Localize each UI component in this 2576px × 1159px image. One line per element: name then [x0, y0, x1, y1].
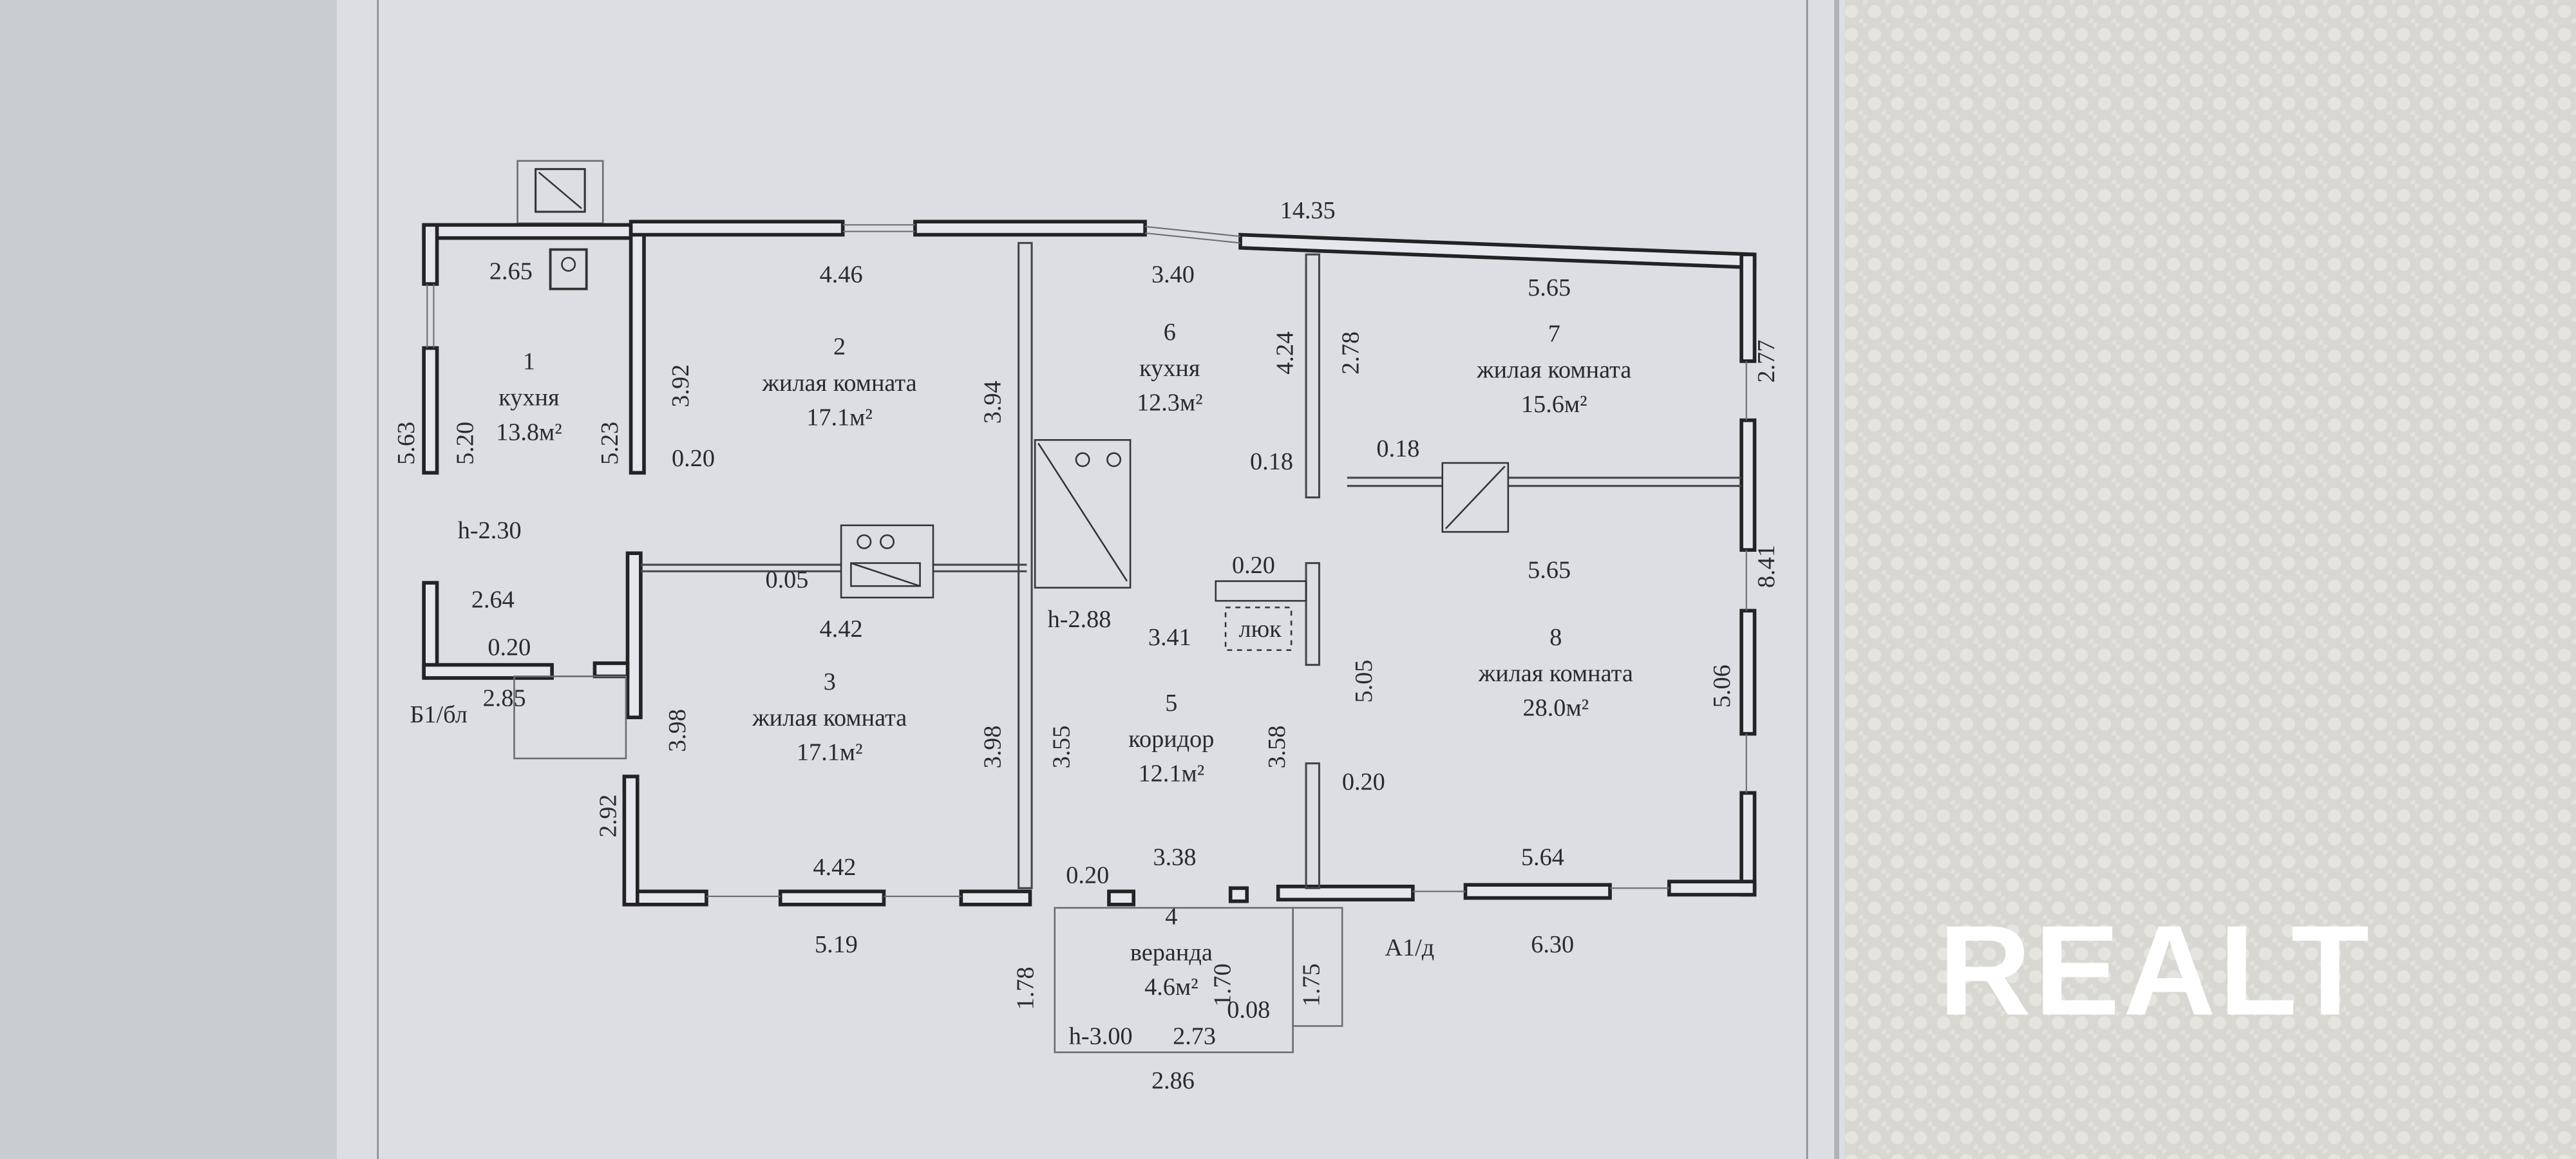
dimension-label: 0.18 [1250, 448, 1293, 475]
dimension-label: 0.05 [765, 567, 808, 594]
room-area: 28.0м² [1522, 695, 1589, 722]
room-name: жилая комната [752, 704, 907, 731]
dimension-label: h-3.00 [1069, 1023, 1133, 1050]
dimension-label: 2.65 [489, 258, 533, 285]
room-number: 1 [523, 348, 535, 375]
left-background [0, 0, 345, 1159]
dimension-label: 4.42 [820, 616, 863, 643]
room-area: 17.1м² [797, 739, 863, 766]
dimension-label: 4.42 [813, 854, 856, 881]
dimension-label: 2.86 [1151, 1067, 1195, 1094]
dimension-label: 4.24 [1272, 332, 1299, 375]
realt-watermark: REALT [1938, 900, 2372, 1042]
room-number: 8 [1549, 624, 1562, 651]
room-area: 15.6м² [1521, 391, 1587, 418]
wc-icon [549, 248, 588, 290]
room-area: 12.3м² [1137, 389, 1203, 416]
dimension-label: 5.06 [1709, 664, 1736, 708]
room-area: 4.6м² [1144, 974, 1198, 1001]
dimension-label: h-2.88 [1048, 606, 1112, 633]
hatch-outline [1224, 607, 1293, 651]
dimension-label: 5.63 [393, 422, 420, 465]
room-area: 13.8м² [496, 419, 562, 446]
dimension-label: 3.98 [980, 726, 1007, 769]
dimension-label: 2.73 [1173, 1023, 1216, 1050]
dimension-label: 8.41 [1753, 545, 1780, 588]
dimension-label: 1.70 [1209, 963, 1236, 1006]
room-number: 4 [1165, 903, 1177, 930]
room-number: 6 [1164, 319, 1176, 346]
dimension-label: 1.75 [1298, 963, 1325, 1006]
dimension-label: 4.46 [820, 261, 863, 288]
dimension-label: 3.94 [980, 381, 1007, 424]
dimension-label: 0.20 [1066, 862, 1109, 889]
room-name: жилая комната [762, 370, 917, 397]
dimension-label: 0.20 [488, 634, 531, 661]
dimension-label: 3.55 [1048, 726, 1075, 769]
room-number: 5 [1165, 690, 1177, 717]
dimension-label: 5.64 [1521, 844, 1564, 871]
dimension-label: 5.05 [1350, 660, 1378, 703]
dimension-label: 5.65 [1528, 556, 1571, 583]
block-a-label: А1/д [1385, 934, 1434, 961]
dimension-label: 0.20 [672, 445, 715, 472]
dimension-label: 1.78 [1012, 966, 1039, 1010]
dimension-label: 3.58 [1264, 726, 1291, 769]
room-name: жилая комната [1478, 660, 1633, 687]
dimension-label: 2.64 [471, 586, 515, 613]
room-number: 3 [824, 668, 836, 695]
room-labels: 1 кухня 13.8м² 2 жилая комната 17.1м² 6 кухня 12… [496, 319, 1633, 1001]
dimension-label: 5.19 [815, 931, 858, 958]
dimension-label: 3.92 [667, 364, 694, 408]
hatch-label: люк [1238, 616, 1282, 643]
dimension-label: 2.92 [595, 795, 622, 838]
room-area: 12.1м² [1139, 760, 1205, 787]
dimension-label: 5.65 [1528, 274, 1571, 301]
dimension-label: h-2.30 [458, 517, 522, 544]
walls [422, 160, 1757, 1053]
room-number: 2 [833, 334, 846, 361]
dimension-label: 5.23 [596, 422, 623, 465]
dimension-label: 3.41 [1148, 624, 1191, 651]
dimension-labels: 14.35 2.65 4.46 3.40 5.65 5.63 5.20 5.23 3.92 3.9… [393, 197, 1780, 1094]
room-number: 7 [1548, 320, 1560, 347]
dimension-label: 5.20 [452, 422, 479, 465]
room-name: коридор [1128, 726, 1214, 753]
dimension-label: 0.20 [1232, 552, 1275, 579]
dimension-label: 2.77 [1753, 339, 1780, 382]
room-name: кухня [1139, 355, 1200, 382]
dimension-label: 3.40 [1151, 261, 1195, 288]
block-b-label: Б1/бл [410, 701, 467, 728]
room-name: веранда [1130, 939, 1213, 966]
room-area: 17.1м² [806, 404, 873, 431]
room-name: кухня [498, 384, 559, 411]
dimension-label: 3.98 [664, 709, 691, 752]
dimension-label: 3.38 [1153, 844, 1197, 871]
dimension-label: 0.20 [1342, 768, 1385, 795]
dimension-label: 2.78 [1338, 332, 1365, 375]
room-name: жилая комната [1476, 356, 1631, 383]
dimension-label: 6.30 [1531, 931, 1574, 958]
dimension-label: 2.85 [483, 684, 526, 711]
dimension-label: 0.18 [1376, 435, 1419, 462]
oven-icon [1034, 439, 1132, 589]
dimension-label: 14.35 [1280, 197, 1336, 224]
dimension-label: 0.08 [1227, 997, 1270, 1024]
textured-surface [1837, 0, 2576, 1159]
